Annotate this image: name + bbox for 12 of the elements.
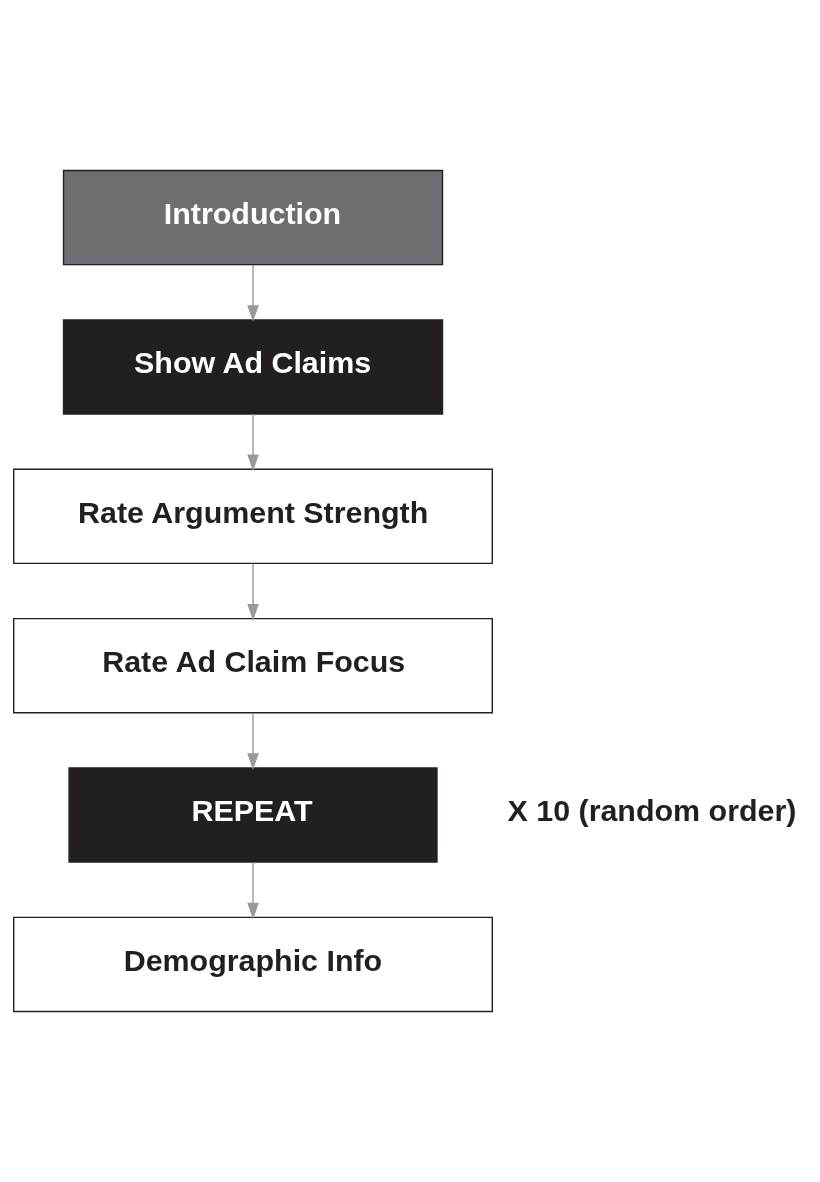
arrow (247, 264, 259, 322)
node-box: Rate Argument Strength (13, 468, 493, 565)
arrow (247, 563, 259, 621)
arrow (247, 413, 259, 472)
node-box: REPEAT (68, 767, 438, 863)
arrow (247, 712, 259, 770)
node-box: Introduction (62, 169, 444, 266)
node-box: Show Ad Claims (62, 319, 444, 415)
node-box: Rate Ad Claim Focus (13, 617, 493, 714)
node-label: X 10 (random order) (507, 793, 797, 828)
node-box: Demographic Info (13, 916, 493, 1013)
arrow (247, 861, 259, 920)
